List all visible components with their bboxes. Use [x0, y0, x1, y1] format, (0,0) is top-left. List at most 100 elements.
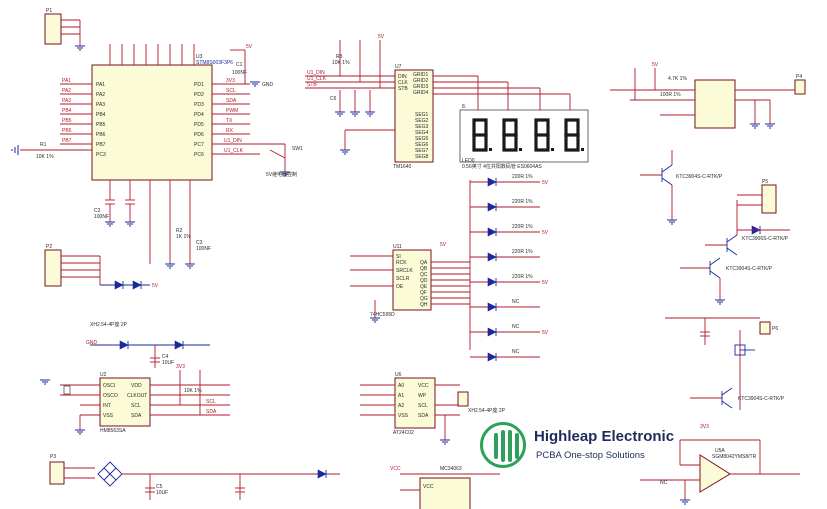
shift-pin: QA [420, 260, 428, 266]
relay-note: 5V继电器控制 [266, 171, 297, 178]
rtc-pin: OSCO [103, 393, 118, 399]
mcu-pin-label: PA1 [96, 82, 105, 88]
digit-4 [564, 118, 584, 152]
tm-part: TM1640 [393, 164, 412, 170]
resistor-ref: R3 [336, 54, 343, 60]
connector-note: XH2.54-4P座 2P [468, 407, 506, 414]
shift-pin: QE [420, 284, 428, 290]
mcu-net-label: PB6 [62, 128, 72, 134]
rtc-pin: SCL [131, 403, 141, 409]
tm-grid: SEG1 [415, 112, 429, 118]
led-column: 220R 1% 220R 1% 220R 1% 220R 1% 220R 1% … [470, 174, 549, 362]
mcu-pin-label: PC6 [194, 152, 204, 158]
mcu-net-label: SDA [226, 98, 237, 104]
shift-pin: RCK [396, 260, 407, 266]
tm-grid: SEG6 [415, 142, 429, 148]
power-label: 5V [542, 230, 549, 236]
mcu-net-label: SCL [226, 88, 236, 94]
transistor-part: KTC3904S-C-RTK/P [738, 396, 785, 402]
rtc-pin: CLKOUT [127, 393, 147, 399]
shift-pin: QF [420, 290, 427, 296]
eeprom-ref: U6 [395, 372, 402, 378]
power-diode-row: C4 10UF GND [86, 340, 210, 368]
connector-label: P3 [50, 454, 56, 460]
brand-tagline: PCBA One-stop Solutions [536, 450, 645, 461]
mcu-net-label: TX [226, 118, 233, 124]
mcu-pin-label: PD3 [194, 102, 204, 108]
mcu-u3: U3 STM8S003F3P6 [91, 44, 233, 230]
driver-tm1640: U7 TM1640 DIN CLK STB GRID1 GRID2 GRID3 … [305, 34, 434, 170]
mcu-pin-label: PA3 [96, 102, 105, 108]
tm-pin: DIN [398, 74, 407, 80]
shift-pin: QH [420, 302, 428, 308]
pin-vcc: VCC [423, 484, 434, 490]
resistor-value: NC [512, 349, 520, 355]
transistor-part: KTC3906S-C-RTK/P [742, 236, 789, 242]
mcu-net-label: PA1 [62, 78, 71, 84]
tm-pin: CLK [398, 80, 408, 86]
connector-label: P5 [762, 179, 768, 185]
power-label: 5V [542, 280, 549, 286]
connector-p1: P1 [44, 8, 85, 51]
resistor-ref: R2 [176, 228, 183, 234]
connector-label: P6 [772, 326, 778, 332]
gnd-label: GND [262, 82, 274, 88]
eeprom-pin: VSS [398, 413, 409, 419]
capacitor-ref: C3 [196, 240, 203, 246]
tm-grid: GRID3 [413, 84, 429, 90]
rtc-net: SCL [206, 399, 216, 405]
capacitor-ref: C4 [162, 354, 169, 360]
brand-logo-icon [480, 422, 526, 468]
opamp-ref: U5A [715, 448, 725, 454]
resistor-value: 10K 1% [332, 60, 350, 66]
mcu-net-label: PB5 [62, 118, 72, 124]
mcu-net-label: RX [226, 128, 234, 134]
digit-2 [502, 118, 522, 152]
capacitor-value: 10UF [162, 360, 174, 366]
power-label: 5V [652, 62, 659, 68]
rtc-u2: U2 HM8563SA OSCI OSCO INT VSS VDD CLKOUT… [40, 364, 230, 435]
power-label: 5V [440, 242, 447, 248]
mcu-pin-label: PB5 [96, 122, 106, 128]
eeprom-pin: SDA [418, 413, 429, 419]
resistor-value: NC [512, 299, 520, 305]
tm-grid: SEG8 [415, 154, 429, 160]
connector-p2: P2 XH2.54-4P座 2P 5V [44, 244, 159, 328]
resistor-value: 220R 1% [512, 174, 533, 180]
connector-label: P2 [46, 244, 52, 250]
shift-pin: SI [396, 254, 401, 260]
shift-pin: SCLR [396, 276, 410, 282]
eeprom-pin: A1 [398, 393, 404, 399]
mcu-pin-label: PB4 [96, 112, 106, 118]
capacitor-ref: C1 [236, 62, 243, 68]
rtc-pin: VSS [103, 413, 114, 419]
capacitor-value: 100NF [232, 70, 247, 76]
mcu-net-label: PB4 [62, 108, 72, 114]
connector-label: P1 [46, 8, 52, 14]
capacitor-value: 10UF [156, 490, 168, 496]
display-part: 0.56英寸 4位共阳数码管 ES0604AS [462, 163, 542, 170]
mcu-net-label: PWM [226, 108, 238, 114]
mcu-pin-label: PD5 [194, 122, 204, 128]
power-label: 5V [246, 44, 253, 50]
mcu-pin-label: PD1 [194, 82, 204, 88]
tm-grid: SEG3 [415, 124, 429, 130]
tm-grid: SEG2 [415, 118, 429, 124]
transistor-part: KTC3904S-C-RTK/P [676, 174, 723, 180]
rtc-net: SDA [206, 409, 217, 415]
transistor-part: KTC3904S-C-RTK/P [726, 266, 773, 272]
shift-register-74hc595: U11 74HC595D SI RCK SRCLK SCLR OE QA QB … [350, 180, 471, 350]
shift-pin: QD [420, 278, 428, 284]
shift-part: 74HC595D [370, 312, 395, 318]
eeprom-u6: U6 AT24C02 A0 A1 A2 VSS VCC WP SCL SDA X… [360, 372, 506, 445]
capacitor-ref: C6 [330, 96, 337, 102]
capacitor-ref: C5 [156, 484, 163, 490]
shift-pin: QG [420, 296, 428, 302]
mcu-net-label: U1_CLK [224, 148, 244, 154]
resistor-ref: R1 [40, 142, 47, 148]
eeprom-pin: WP [418, 393, 427, 399]
switch-sw1: SW1 5V继电器控制 [260, 143, 303, 178]
tm-grid: GRID2 [413, 78, 429, 84]
buzzer-circuit: P6 KTC3904S-C-RTK/P [665, 317, 785, 410]
shift-pin: QC [420, 272, 428, 278]
